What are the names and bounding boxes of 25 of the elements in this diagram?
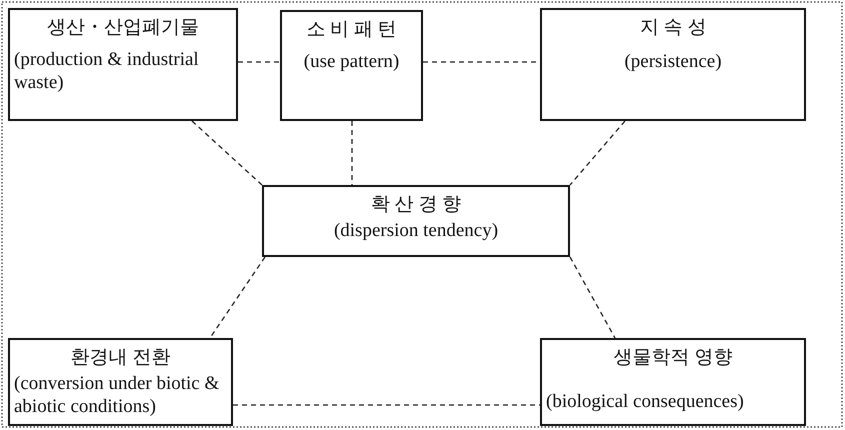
box-text: (conversion under biotic & abiotic conditions) xyxy=(14,372,220,418)
box-heading: 생산・산업폐기물 xyxy=(46,16,200,40)
dashed-connector xyxy=(238,61,280,63)
dashed-connector xyxy=(233,404,540,406)
text-box xyxy=(8,338,233,426)
text-box xyxy=(280,10,423,121)
box-heading: 소 비 패 턴 xyxy=(305,18,398,42)
text-box xyxy=(540,338,806,426)
box-heading: 생물학적 영향 xyxy=(612,346,734,370)
text-box xyxy=(262,185,570,257)
dashed-connector xyxy=(209,256,266,338)
dashed-connector xyxy=(569,256,616,338)
box-text: (persistence) xyxy=(623,50,723,73)
box-text: (dispersion tendency) xyxy=(332,219,500,242)
box-text: (production & industrial waste) xyxy=(14,48,200,94)
text-box xyxy=(8,8,238,121)
text-box xyxy=(540,8,806,121)
dashed-connector xyxy=(192,120,262,186)
box-heading: 지 속 성 xyxy=(638,16,708,40)
box-text: (use pattern) xyxy=(302,50,400,73)
box-heading: 환경내 전환 xyxy=(70,346,172,370)
dashed-connector xyxy=(570,120,626,186)
dashed-connector xyxy=(351,121,353,185)
box-text: (biological consequences) xyxy=(546,390,745,413)
box-heading: 확 산 경 향 xyxy=(370,193,462,217)
